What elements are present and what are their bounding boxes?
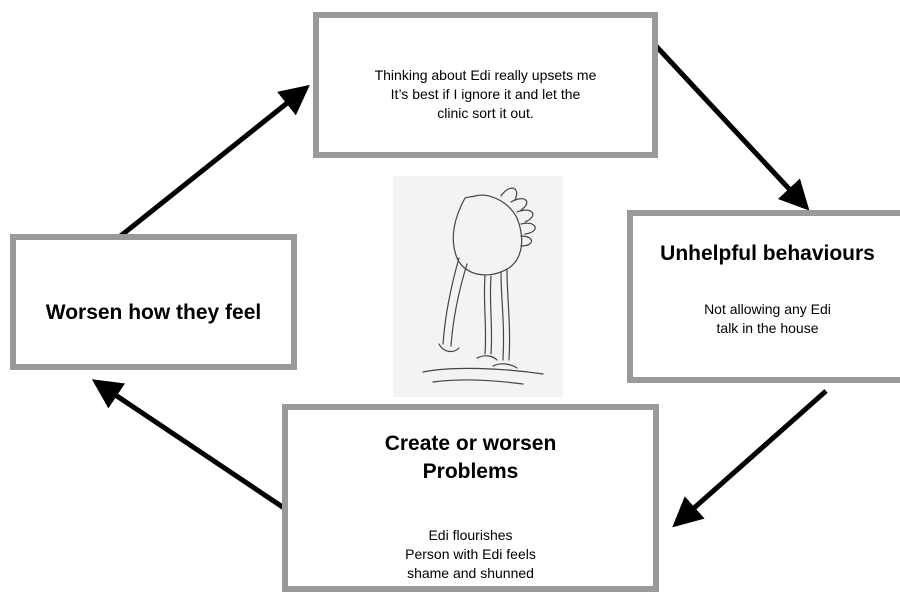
problems-text: Edi flourishes Person with Edi feels sha…: [405, 527, 536, 581]
problems-box: Create or worsen Problems Edi flourishes…: [282, 404, 659, 592]
ostrich-head-in-sand-icon: [393, 176, 563, 397]
unhelpful-behaviours-box: Unhelpful behaviours Not allowing any Ed…: [627, 210, 900, 383]
worsen-feel-box: Worsen how they feel: [10, 234, 297, 370]
worsen-feel-title: Worsen how they feel: [45, 301, 262, 324]
arrow-behaviours-to-problems: [672, 389, 828, 528]
arrow-thoughts-to-behaviours: [654, 44, 810, 211]
problems-title: Create or worsen Problems: [384, 432, 557, 483]
unhelpful-behaviours-text: Not allowing any Edi talk in the house: [704, 301, 831, 336]
thoughts-box: Thinking about Edi really upsets me It’s…: [313, 12, 658, 158]
unhelpful-behaviours-title: Unhelpful behaviours: [660, 242, 875, 265]
arrow-feel-to-thoughts: [116, 84, 310, 240]
thoughts-text: Thinking about Edi really upsets me It’s…: [374, 67, 597, 121]
arrow-problems-to-feel: [91, 379, 292, 515]
